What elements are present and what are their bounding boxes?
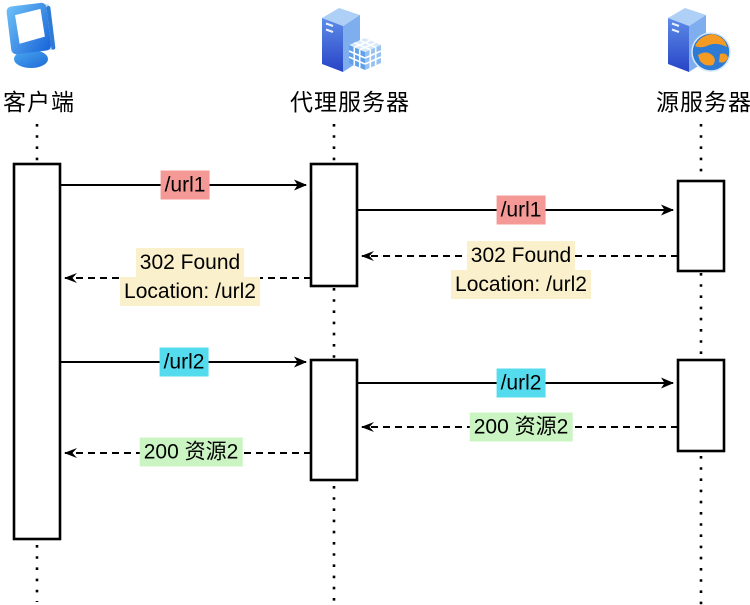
proxy-server-icon (321, 7, 382, 73)
message-label-302-proxy-client: 302 Found Location: /url2 (120, 248, 260, 306)
message-label-url1-proxy-origin: /url1 (496, 195, 546, 225)
client-activation-box (12, 162, 62, 541)
activation-boxes (12, 162, 726, 541)
message-label-url1-client-proxy: /url1 (160, 170, 210, 200)
client-computer-icon (6, 2, 56, 68)
actor-label-proxy: 代理服务器 (290, 89, 410, 115)
actor-label-origin: 源服务器 (656, 89, 750, 115)
message-label-200-origin-proxy: 200 资源2 (469, 412, 573, 442)
lifelines (35, 124, 703, 605)
message-label-url2-client-proxy: /url2 (159, 347, 209, 377)
message-label-200-proxy-client: 200 资源2 (139, 437, 243, 467)
message-label-url2-proxy-origin: /url2 (496, 368, 546, 398)
origin-server-icon (667, 7, 731, 73)
message-arrows (60, 179, 678, 458)
globe-icon (691, 32, 731, 72)
message-label-302-origin-proxy: 302 Found Location: /url2 (451, 241, 591, 299)
origin-activation-box-1 (676, 179, 726, 273)
proxy-activation-box-1 (309, 162, 359, 288)
proxy-activation-box-2 (309, 358, 359, 482)
origin-activation-box-2 (676, 358, 726, 453)
actor-label-client: 客户端 (3, 89, 75, 115)
